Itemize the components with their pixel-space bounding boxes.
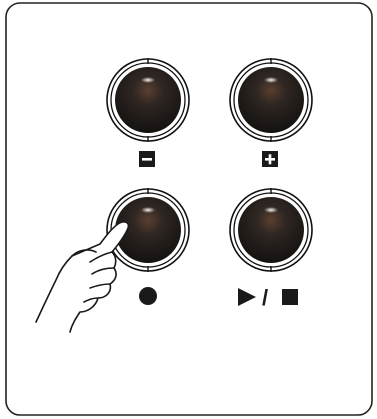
play-stop-button[interactable] bbox=[230, 188, 312, 272]
button-glint bbox=[141, 207, 155, 213]
record-dot-icon bbox=[139, 287, 157, 305]
button-face bbox=[238, 197, 304, 263]
play-stop-separator: / bbox=[262, 285, 268, 310]
button-face bbox=[115, 67, 181, 133]
button-glint bbox=[264, 207, 278, 213]
plus-icon bbox=[262, 151, 278, 167]
panel-outline bbox=[6, 3, 372, 415]
minus-icon bbox=[139, 151, 155, 167]
button-glint bbox=[264, 77, 278, 83]
button-glint bbox=[141, 77, 155, 83]
plus-button[interactable] bbox=[230, 58, 312, 142]
stop-icon bbox=[282, 289, 298, 305]
minus-button[interactable] bbox=[107, 58, 189, 142]
button-face bbox=[238, 67, 304, 133]
